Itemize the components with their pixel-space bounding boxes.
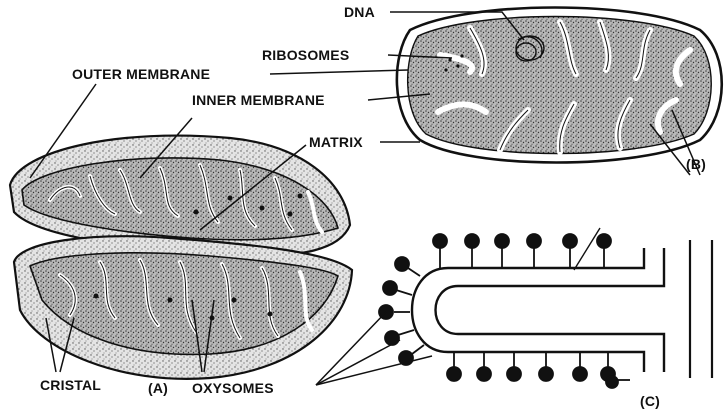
label-ribosomes: RIBOSOMES [262, 48, 349, 62]
label-oxysomes: OXYSOMES [192, 381, 274, 395]
panel-label-a: (A) [148, 381, 168, 395]
oxysomes-bottom [447, 352, 630, 388]
crista-inner-line [436, 248, 665, 372]
label-outer-membrane: OUTER MEMBRANE [72, 67, 210, 81]
label-cristal: CRISTAL [40, 378, 101, 392]
oxysomes-left [379, 257, 424, 365]
panel-c-crista-oxysomes [379, 228, 712, 388]
panel-label-b: (B) [686, 157, 706, 171]
crista-outer-line [412, 248, 644, 372]
label-dna: DNA [344, 5, 375, 19]
pointer-line-c [574, 228, 600, 270]
panel-label-c: (C) [640, 394, 660, 408]
panel-b-cross-section [397, 8, 722, 163]
label-matrix: MATRIX [309, 135, 363, 149]
label-inner-membrane: INNER MEMBRANE [192, 93, 325, 107]
oxysomes-top [433, 234, 611, 268]
panel-a-mitochondrion [10, 136, 352, 379]
